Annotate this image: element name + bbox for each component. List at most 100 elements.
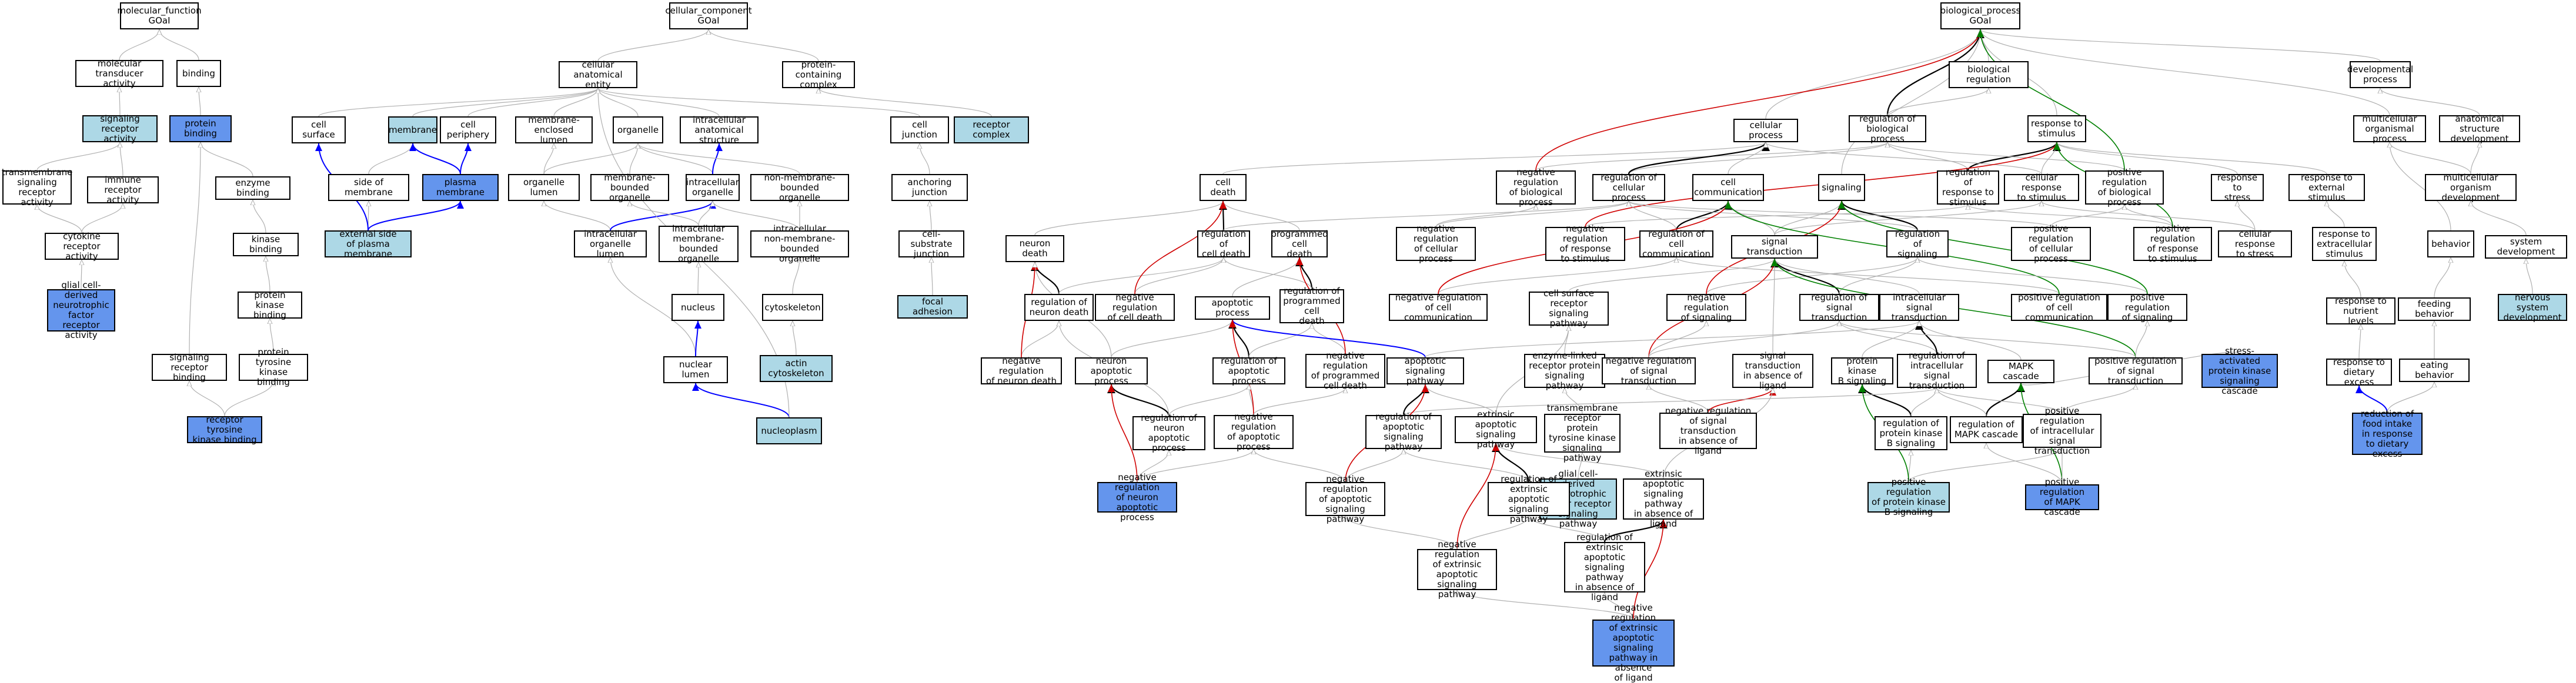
term-node-inmbo[interactable]: intracellular non-membrane-bounded organ… — [750, 224, 849, 264]
term-node-nap[interactable]: neuron apoptotic process — [1075, 356, 1148, 386]
term-node-espm[interactable]: external side of plasma membrane — [325, 229, 412, 259]
term-node-rpcd[interactable]: regulation of programmed cell death — [1279, 286, 1344, 326]
term-node-prst[interactable]: positive regulation of signal transducti… — [2089, 356, 2183, 386]
term-node-nrrts[interactable]: negative regulation of response to stimu… — [1545, 224, 1625, 264]
term-node-organelle[interactable]: organelle — [613, 116, 663, 143]
term-node-rcp[interactable]: regulation of cellular process — [1592, 172, 1665, 202]
term-node-csj[interactable]: cell-substrate junction — [898, 229, 964, 259]
term-node-nrap[interactable]: negative regulation of apoptotic process — [1214, 412, 1294, 452]
term-node-mbo[interactable]: membrane-bounded organelle — [590, 172, 669, 202]
term-node-rfi[interactable]: reduction of food intake in response to … — [2352, 409, 2423, 458]
term-node-sysdev[interactable]: system development — [2485, 235, 2567, 259]
term-node-binding[interactable]: binding — [176, 60, 221, 87]
term-node-prbp[interactable]: positive regulation of biological proces… — [2085, 168, 2164, 207]
term-node-celldeath[interactable]: cell death — [1200, 174, 1247, 201]
term-node-mod[interactable]: multicellular organism development — [2425, 172, 2517, 202]
term-node-rap[interactable]: regulation of apoptotic process — [1212, 356, 1285, 386]
term-node-rmapk[interactable]: regulation of MAPK cascade — [1950, 416, 2023, 443]
term-node-csurf[interactable]: cell surface — [292, 116, 346, 143]
term-node-cytosk[interactable]: cytoskeleton — [762, 294, 823, 321]
term-node-eatb[interactable]: eating behavior — [2399, 359, 2470, 382]
term-node-cc[interactable]: cellular_component GOaI — [665, 2, 752, 29]
term-node-nrpcd[interactable]: negative regulation of programmed cell d… — [1305, 351, 1385, 391]
term-node-devp[interactable]: developmental process — [2347, 61, 2413, 88]
term-node-nucleoplasm[interactable]: nucleoplasm — [756, 417, 822, 444]
term-node-mel[interactable]: membrane-enclosed lumen — [515, 115, 593, 145]
term-node-nrsig[interactable]: negative regulation of signaling — [1666, 292, 1746, 322]
term-node-rtextra[interactable]: response to extracellular stimulus — [2312, 227, 2377, 261]
term-node-easp[interactable]: extrinsic apoptotic signaling pathway — [1455, 410, 1537, 450]
term-node-iol[interactable]: intracellular organelle lumen — [574, 229, 647, 259]
term-node-rtkb[interactable]: receptor tyrosine kinase binding — [187, 414, 262, 444]
term-node-ist[interactable]: intracellular signal transduction — [1879, 292, 1959, 322]
term-node-cae[interactable]: cellular anatomical entity — [559, 59, 637, 89]
term-node-nlumen[interactable]: nuclear lumen — [663, 356, 728, 383]
term-node-reasp[interactable]: regulation of extrinsic apoptotic signal… — [1488, 474, 1570, 524]
term-node-fadh[interactable]: focal adhesion — [897, 295, 968, 319]
term-node-nreasp[interactable]: negative regulation of extrinsic apoptot… — [1417, 540, 1497, 600]
term-node-nucleus[interactable]: nucleus — [671, 294, 724, 321]
term-node-signaling[interactable]: signaling — [1818, 174, 1865, 201]
term-node-ajunc[interactable]: anchoring junction — [891, 174, 968, 201]
term-node-rts[interactable]: response to stimulus — [2027, 115, 2086, 142]
term-node-reaspal[interactable]: regulation of extrinsic apoptotic signal… — [1564, 532, 1645, 602]
term-node-crtstress[interactable]: cellular response to stress — [2218, 229, 2292, 259]
term-node-apop[interactable]: apoptotic process — [1195, 296, 1270, 320]
term-node-rcomplex[interactable]: receptor complex — [954, 116, 1029, 143]
term-node-nrasp[interactable]: negative regulation of apoptotic signali… — [1305, 474, 1385, 524]
term-node-mop[interactable]: multicellular organismal process — [2353, 113, 2426, 143]
term-node-nrcp[interactable]: negative regulation of cellular process — [1396, 224, 1476, 264]
term-node-mapk[interactable]: MAPK cascade — [1987, 360, 2054, 383]
term-node-nmbo[interactable]: non-membrane-bounded organelle — [750, 172, 849, 202]
term-node-olumen[interactable]: organelle lumen — [508, 174, 580, 201]
term-node-pkbsig[interactable]: protein kinase B signaling — [1831, 356, 1893, 386]
term-node-mta[interactable]: molecular transducer activity — [75, 58, 163, 88]
term-node-pkb[interactable]: protein kinase binding — [238, 290, 302, 320]
term-node-feedb[interactable]: feeding behavior — [2398, 297, 2471, 321]
term-node-pcd[interactable]: programmed cell death — [1271, 228, 1328, 259]
term-node-rccomm[interactable]: regulation of cell communication — [1639, 229, 1713, 259]
term-node-asd[interactable]: anatomical structure development — [2439, 113, 2520, 143]
term-node-actin[interactable]: actin cytoskeleton — [760, 355, 833, 382]
term-node-prcp[interactable]: positive regulation of cellular process — [2011, 224, 2091, 264]
term-node-sapkc[interactable]: stress-activated protein kinase signalin… — [2201, 346, 2278, 396]
term-node-ccomm[interactable]: cell communication — [1692, 174, 1764, 201]
term-node-prrts[interactable]: positive regulation of response to stimu… — [2133, 224, 2212, 264]
term-node-som[interactable]: side of membrane — [328, 174, 409, 201]
term-node-gdnfra[interactable]: glial cell-derived neurotrophic factor r… — [47, 280, 115, 340]
term-node-ptkb[interactable]: protein tyrosine kinase binding — [239, 347, 308, 387]
term-node-csrsp[interactable]: cell surface receptor signaling pathway — [1529, 289, 1609, 329]
term-node-ndeath[interactable]: neuron death — [1005, 235, 1064, 262]
term-node-nreaspal[interactable]: negative regulation of extrinsic apoptot… — [1592, 603, 1675, 683]
term-node-asp[interactable]: apoptotic signaling pathway — [1386, 356, 1464, 386]
term-node-rist[interactable]: regulation of intracellular signal trans… — [1897, 351, 1977, 391]
term-node-cjunc[interactable]: cell junction — [890, 116, 949, 143]
term-node-rcd[interactable]: regulation of cell death — [1197, 229, 1250, 259]
term-node-io[interactable]: intracellular organelle — [686, 174, 740, 201]
term-node-ppkbs[interactable]: positive regulation of protein kinase B … — [1867, 477, 1950, 517]
term-node-pmapk[interactable]: positive regulation of MAPK cascade — [2025, 477, 2099, 517]
term-node-rnd[interactable]: regulation of neuron death — [1024, 294, 1094, 321]
term-node-rtde[interactable]: response to dietary excess — [2326, 357, 2392, 387]
term-node-enzb[interactable]: enzyme binding — [215, 176, 290, 200]
term-node-rtes[interactable]: response to external stimulus — [2288, 172, 2365, 202]
term-node-kinb[interactable]: kinase binding — [233, 233, 299, 256]
term-node-rtnl[interactable]: response to nutrient levels — [2326, 296, 2395, 326]
term-node-nsd[interactable]: nervous system development — [2498, 292, 2567, 322]
term-node-srb[interactable]: signaling receptor binding — [152, 352, 227, 382]
term-node-sra[interactable]: signaling receptor activity — [82, 113, 158, 143]
term-node-pbind[interactable]: protein binding — [169, 115, 232, 142]
term-node-cra[interactable]: cytokine receptor activity — [45, 231, 119, 261]
term-node-nrbp[interactable]: negative regulation of biological proces… — [1496, 168, 1576, 207]
term-node-crts[interactable]: cellular response to stimulus — [2004, 172, 2079, 202]
term-node-nrstiaol[interactable]: negative regulation of signal transducti… — [1659, 406, 1757, 456]
term-node-rst[interactable]: regulation of signal transduction — [1799, 292, 1879, 322]
term-node-nrcd[interactable]: negative regulation of cell death — [1095, 292, 1175, 322]
term-node-behavior[interactable]: behavior — [2427, 230, 2474, 257]
term-node-membrane[interactable]: membrane — [388, 116, 437, 143]
term-node-rasp[interactable]: regulation of apoptotic signaling pathwa… — [1365, 412, 1442, 452]
term-node-prccomm[interactable]: positive regulation of cell communicatio… — [2011, 292, 2107, 322]
term-node-nrnap[interactable]: negative regulation of neuron apoptotic … — [1097, 472, 1177, 522]
term-node-nrst[interactable]: negative regulation of signal transducti… — [1602, 356, 1696, 386]
term-node-ira[interactable]: immune receptor activity — [87, 175, 159, 205]
